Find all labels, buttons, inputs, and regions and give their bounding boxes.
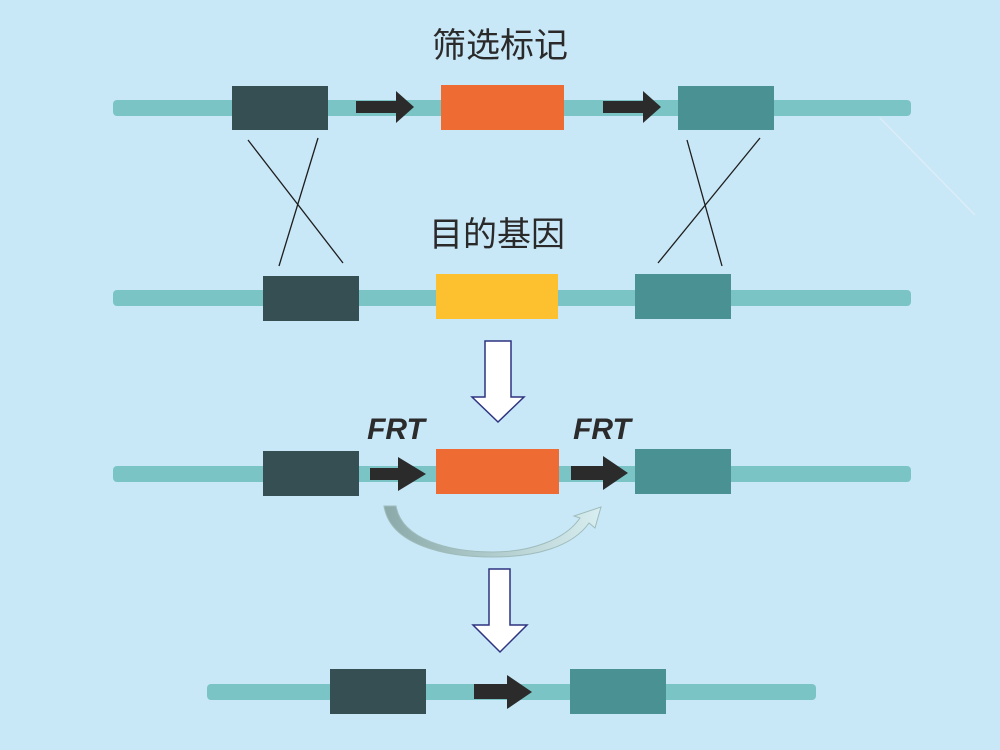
crossover-left <box>247 137 344 267</box>
selection-marker-label: 筛选标记 <box>432 26 568 66</box>
right-homology-arm <box>570 669 666 714</box>
excision-curved-arrow-icon <box>383 505 602 558</box>
crossover-line <box>657 137 761 264</box>
crossover-line <box>686 139 723 267</box>
target-gene-label: 目的基因 <box>429 215 565 255</box>
row-excised-locus <box>207 669 816 714</box>
frt-right-label: FRT <box>573 413 633 446</box>
right-homology-arm <box>678 86 774 130</box>
frt-left-label: FRT <box>367 413 427 446</box>
process-down-arrow-icon <box>471 568 529 654</box>
selection-marker-box <box>436 449 559 494</box>
left-homology-arm <box>232 86 328 130</box>
frt-arrow-icon <box>571 456 628 490</box>
target-gene-box <box>436 274 558 319</box>
row-target-locus <box>113 274 911 321</box>
frt-arrow-icon <box>356 91 414 123</box>
right-homology-arm <box>635 449 731 494</box>
process-down-arrow-icon <box>470 340 526 424</box>
row-selection-construct <box>113 85 911 130</box>
crossover-right <box>657 137 761 267</box>
left-homology-arm <box>330 669 426 714</box>
frt-arrow-icon <box>474 675 532 709</box>
left-homology-arm <box>263 276 359 321</box>
frt-arrow-icon <box>370 457 426 491</box>
faint-guide-line <box>879 117 976 216</box>
crossover-line <box>247 139 344 264</box>
crossover-line <box>278 137 319 267</box>
frt-arrow-icon <box>603 91 661 123</box>
right-homology-arm <box>635 274 731 319</box>
left-homology-arm <box>263 451 359 496</box>
selection-marker-box <box>441 85 564 130</box>
row-recombined-locus <box>113 449 911 496</box>
